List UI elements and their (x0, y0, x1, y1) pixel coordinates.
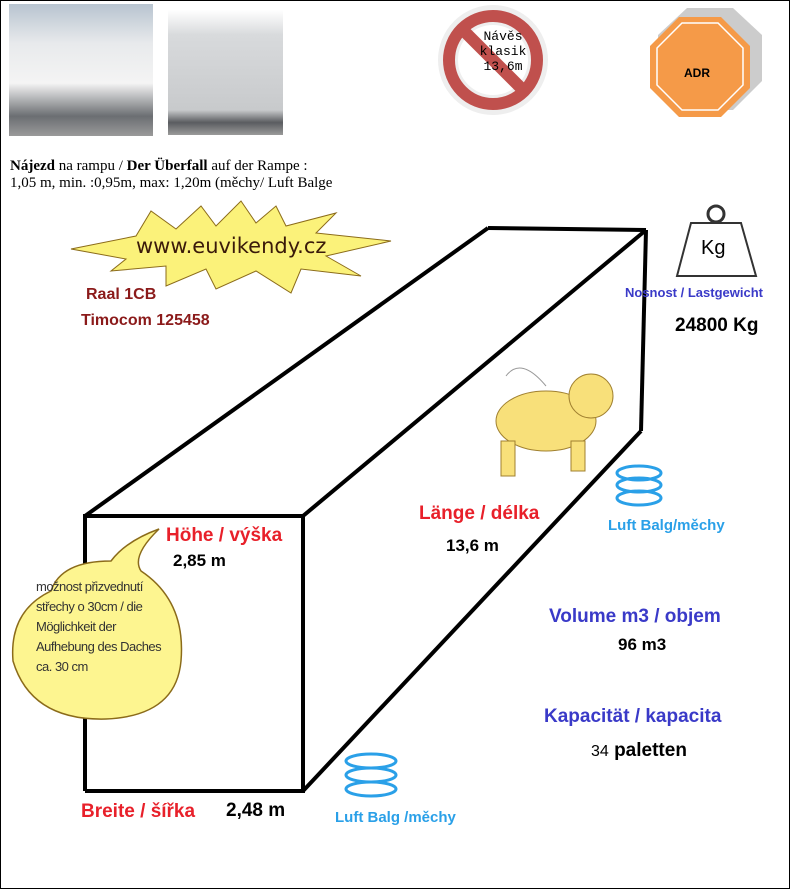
air-spring-label: Luft Balg/měchy (608, 517, 725, 534)
adr-octagon-icon (650, 8, 762, 117)
height-label: Höhe / výška (166, 525, 283, 546)
ramp-bold: Nájezd (10, 158, 55, 174)
no-sign-line: Návěs (483, 29, 523, 44)
truck-photo (9, 4, 153, 136)
bubble-line: ca. 30 cm (36, 659, 88, 674)
air-spring-label: Luft Balg /měchy (335, 809, 456, 826)
trailer-photo (168, 10, 283, 135)
ramp-bold: Der Überfall (126, 158, 208, 174)
kg-icon-label: Kg (701, 237, 726, 259)
raal-id: Raal 1CB (86, 286, 157, 303)
length-value: 13,6 m (446, 536, 499, 555)
adr-label: ADR (684, 66, 710, 80)
bubble-line: možnost přizvednutí (36, 579, 143, 594)
length-label: Länge / délka (419, 503, 540, 524)
capacity-label: Kapacität / kapacita (544, 706, 722, 727)
air-spring-icon (615, 464, 663, 507)
no-sign-line: klasik (479, 44, 527, 59)
weight-icon (675, 204, 758, 277)
elephant-icon (495, 367, 614, 477)
air-spring-icon (344, 752, 398, 798)
capacity-number: 34 (591, 743, 609, 760)
starburst-icon (70, 200, 392, 294)
capacity-unit: paletten (608, 740, 687, 761)
ramp-values: 1,05 m, min. :0,95m, max: 1,20m (měchy/ … (10, 175, 333, 191)
width-label: Breite / šířka (81, 801, 196, 822)
height-value: 2,85 m (173, 551, 226, 570)
volume-value: 96 m3 (618, 635, 667, 654)
no-sign-line: 13,6m (483, 59, 523, 74)
speech-bubble (11, 528, 183, 720)
volume-label: Volume m3 / objem (549, 606, 721, 627)
capacity-value: 34 paletten (591, 740, 687, 762)
no-sign-icon (438, 5, 548, 115)
width-value: 2,48 m (226, 800, 286, 821)
weight-label: Nosnost / Lastgewicht (625, 285, 763, 300)
weight-value: 24800 Kg (675, 315, 759, 336)
bubble-line: střechy o 30cm / die (36, 599, 143, 614)
bubble-line: Möglichkeit der (36, 619, 116, 634)
ramp-text: na rampu / (55, 158, 127, 174)
ramp-text: auf der Rampe : (207, 158, 308, 174)
ramp-info: Nájezd na rampu / Der Überfall auf der R… (10, 158, 332, 192)
website-link[interactable]: www.euvikendy.cz (136, 234, 327, 258)
timocom-id: Timocom 125458 (81, 312, 210, 329)
bubble-line: Aufhebung des Daches (36, 639, 162, 654)
bubble-text: možnost přizvednutí střechy o 30cm / die… (36, 577, 162, 677)
